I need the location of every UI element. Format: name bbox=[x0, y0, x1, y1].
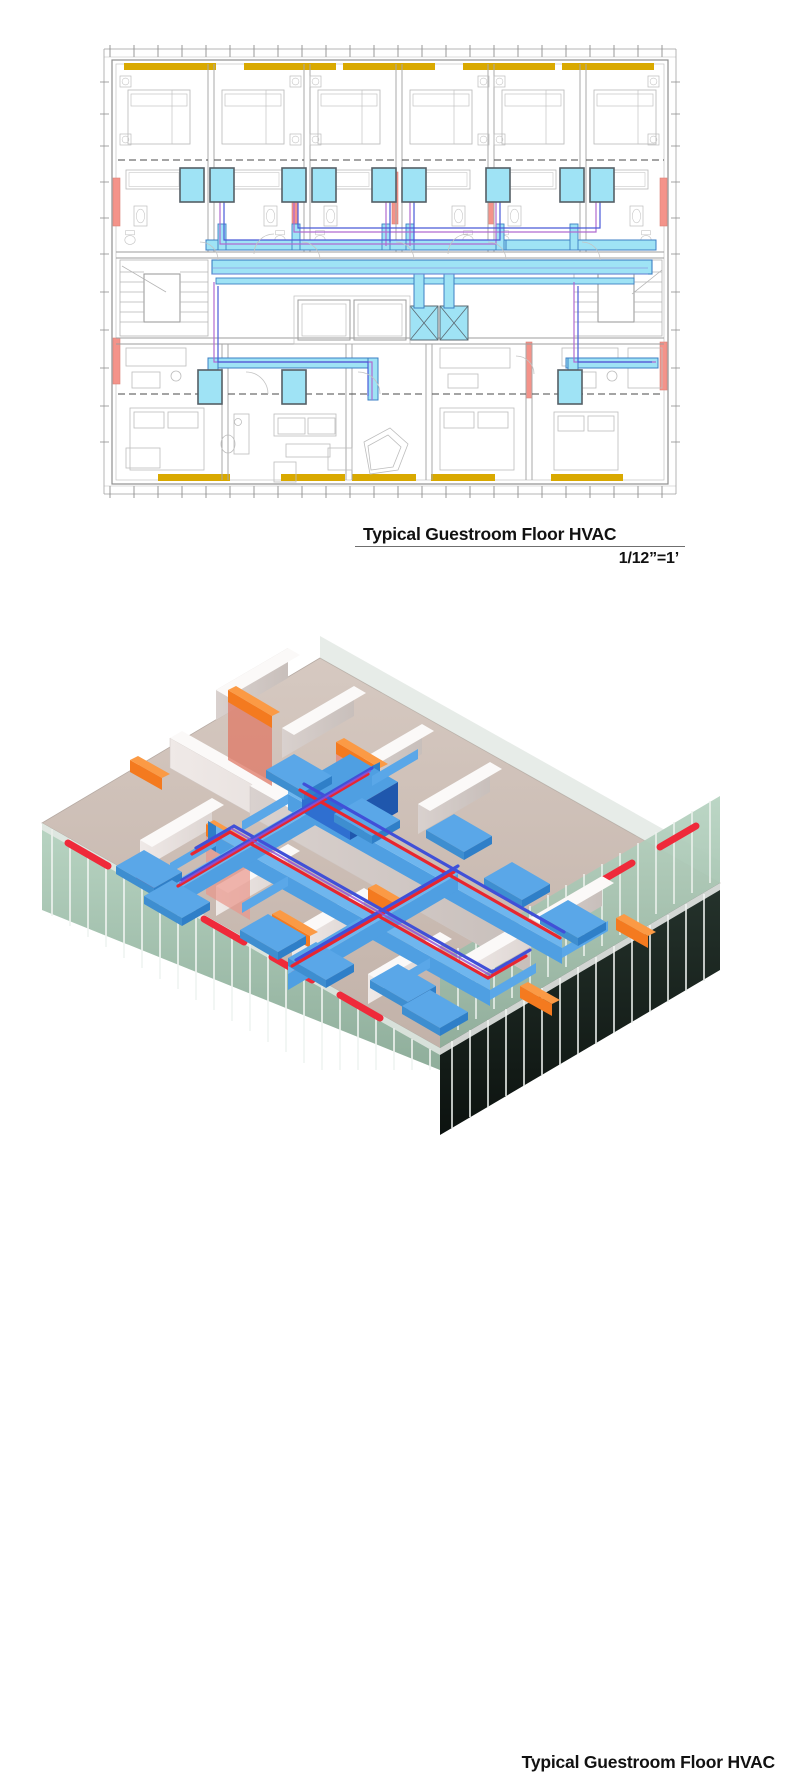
iso-mask-left bbox=[20, 1073, 440, 1138]
isometric-vector bbox=[20, 618, 780, 1138]
hvac-ductwork-iso bbox=[116, 749, 608, 1036]
facade-louvers-green-back bbox=[320, 636, 720, 883]
facade-louvers-dark-front-right bbox=[440, 883, 720, 1135]
guestroom-walls-top bbox=[207, 64, 587, 252]
floor-plan-figure bbox=[96, 42, 684, 504]
elevator-bank bbox=[293, 295, 469, 345]
window-bands-bottom bbox=[158, 474, 623, 481]
elevator-shafts bbox=[409, 305, 469, 341]
plan-drawing-block: Typical Guestroom Floor HVAC 1/12”=1’ bbox=[0, 0, 800, 600]
isometric-figure bbox=[20, 618, 780, 1138]
hvac-pipes-iso bbox=[176, 766, 566, 980]
dimension-line-top bbox=[104, 45, 676, 58]
isometric-drawing-block: Typical Guestroom Floor HVAC bbox=[0, 600, 800, 1772]
plan-caption-rule bbox=[355, 546, 685, 548]
window-bands-top bbox=[124, 63, 654, 70]
dimension-line-left bbox=[100, 49, 109, 494]
door-swings bbox=[199, 233, 601, 395]
corridor-walls bbox=[116, 251, 664, 345]
plan-caption-scale: 1/12”=1’ bbox=[618, 550, 679, 568]
iso-caption-title: Typical Guestroom Floor HVAC bbox=[521, 1752, 776, 1772]
iso-caption: Typical Guestroom Floor HVAC bbox=[430, 1752, 776, 1773]
main-supply-duct bbox=[211, 259, 653, 275]
stair-core-west bbox=[119, 259, 209, 337]
dimension-line-right bbox=[671, 49, 680, 494]
floor-plan-vector bbox=[96, 42, 684, 504]
dimension-line-bottom bbox=[104, 485, 676, 498]
plan-caption: Typical Guestroom Floor HVAC 1/12”=1’ bbox=[355, 524, 685, 568]
plan-caption-title: Typical Guestroom Floor HVAC bbox=[363, 524, 617, 544]
